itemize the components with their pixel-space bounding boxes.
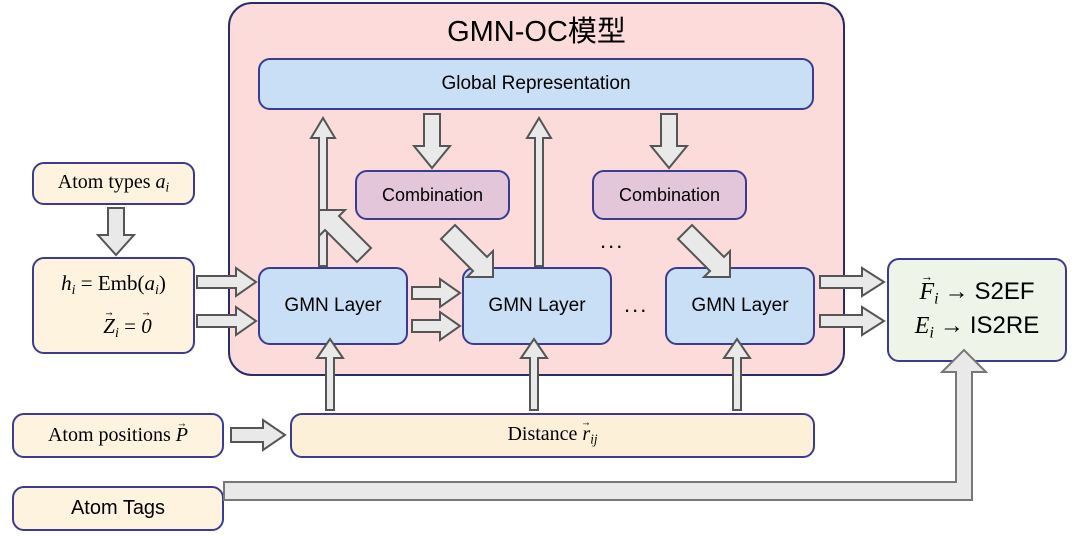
atom-types-box[interactable]: Atom types ai <box>32 162 195 205</box>
ellipsis-upper: ... <box>600 228 625 253</box>
gmn-layer-label: GMN Layer <box>691 295 789 316</box>
ellipsis-layers: ... <box>624 292 649 317</box>
output-s2ef: Fi → S2EF <box>919 278 1034 308</box>
combination-box-1[interactable]: Combination <box>355 170 510 220</box>
global-representation-label: Global Representation <box>441 73 631 94</box>
arrow-positions-to-distance <box>230 418 287 452</box>
atom-types-label: Atom types ai <box>57 171 170 195</box>
embedding-formula-h: hi = Emb(ai) <box>61 271 166 298</box>
gmn-layer-label: GMN Layer <box>488 295 586 316</box>
distance-label: Distance rij <box>507 423 597 448</box>
output-is2re: Ei → IS2RE <box>914 312 1040 342</box>
combination-box-2[interactable]: Combination <box>592 170 747 220</box>
atom-tags-label: Atom Tags <box>70 497 166 519</box>
page-title: GMN-OC模型 <box>447 16 626 48</box>
distance-box[interactable]: Distance rij <box>290 413 815 458</box>
embedding-box[interactable]: hi = Emb(ai) Zi = 0 <box>32 257 195 354</box>
gmn-layer-label: GMN Layer <box>284 295 382 316</box>
gmn-layer-box-2[interactable]: GMN Layer <box>462 267 612 345</box>
embedding-formula-z: Zi = 0 <box>75 313 151 341</box>
atom-positions-box[interactable]: Atom positions P <box>12 413 224 458</box>
atom-tags-box[interactable]: Atom Tags <box>12 486 224 531</box>
output-box[interactable]: Fi → S2EF Ei → IS2RE <box>887 258 1067 362</box>
gmn-layer-box-1[interactable]: GMN Layer <box>258 267 408 345</box>
atom-positions-label: Atom positions P <box>48 424 188 447</box>
gmn-layer-box-3[interactable]: GMN Layer <box>665 267 815 345</box>
combination-label: Combination <box>381 184 484 205</box>
global-representation-box[interactable]: Global Representation <box>258 58 814 110</box>
combination-label: Combination <box>618 184 721 205</box>
arrow-atomtypes-to-embedding <box>95 207 137 257</box>
